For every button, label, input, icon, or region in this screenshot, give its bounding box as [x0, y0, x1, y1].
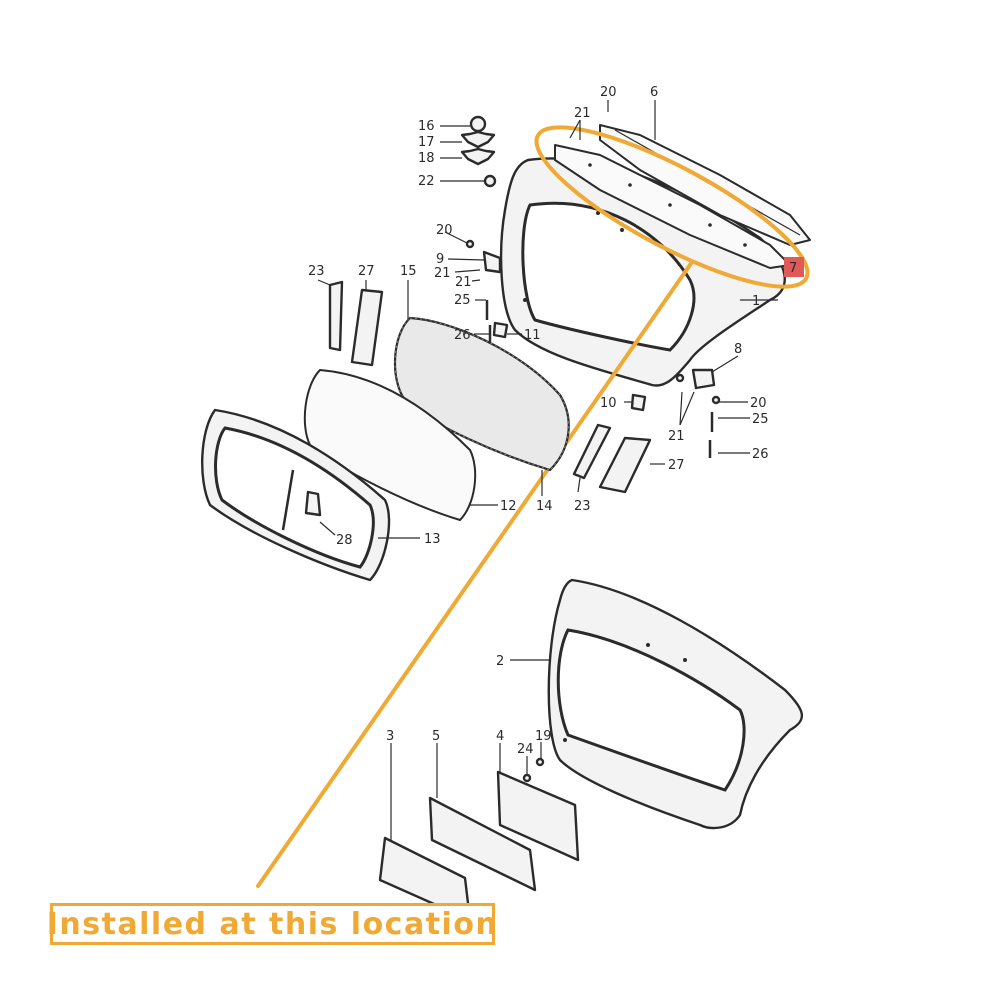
label-11: 11 — [524, 328, 541, 343]
license-plate-part-4 — [496, 757, 580, 862]
callout-text: Installed at this location — [46, 906, 499, 942]
frame-part-13 — [201, 408, 391, 582]
label-8: 8 — [734, 342, 742, 357]
label-17: 17 — [418, 135, 435, 150]
side-trim-part-27-left — [350, 288, 384, 367]
license-plate-part-5 — [428, 796, 537, 892]
label-3: 3 — [386, 729, 394, 744]
bracket-part-10 — [630, 393, 647, 412]
label-27: 27 — [668, 458, 685, 473]
label-21: 21 — [455, 275, 472, 290]
highlight-ellipse — [534, 125, 810, 289]
label-21: 21 — [434, 266, 451, 281]
part-number-labels: 20 6 21 16 17 18 22 20 9 21 21 23 27 15 … — [308, 85, 769, 757]
label-23: 23 — [574, 499, 591, 514]
label-1: 1 — [752, 294, 760, 309]
label-4: 4 — [496, 729, 504, 744]
label-12: 12 — [500, 499, 517, 514]
part-7-marker — [784, 257, 804, 277]
installed-location-callout: Installed at this location — [47, 903, 497, 945]
label-20: 20 — [750, 396, 767, 411]
label-19: 19 — [535, 729, 552, 744]
bracket-part-9 — [465, 239, 502, 274]
label-20: 20 — [436, 223, 453, 238]
label-25: 25 — [752, 412, 769, 427]
label-6: 6 — [650, 85, 658, 100]
label-14: 14 — [536, 499, 553, 514]
label-20: 20 — [600, 85, 617, 100]
side-trim-part-23-left — [328, 280, 344, 352]
label-26: 26 — [454, 328, 471, 343]
label-18: 18 — [418, 151, 435, 166]
location-pointer-line — [256, 260, 694, 888]
label-2: 2 — [496, 654, 504, 669]
label-26: 26 — [752, 447, 769, 462]
label-9: 9 — [436, 252, 444, 267]
label-15: 15 — [400, 264, 417, 279]
label-13: 13 — [424, 532, 441, 547]
label-25: 25 — [454, 293, 471, 308]
mesh-grille-part-15 — [393, 316, 570, 472]
lower-panel-part-2 — [547, 578, 803, 830]
label-21: 21 — [574, 106, 591, 121]
label-28: 28 — [336, 533, 353, 548]
label-16: 16 — [418, 119, 435, 134]
side-trim-part-27-right — [598, 436, 652, 494]
label-7: 7 — [789, 261, 797, 276]
label-10: 10 — [600, 396, 617, 411]
label-24: 24 — [517, 742, 534, 757]
side-trim-part-23-right — [572, 423, 612, 480]
label-21: 21 — [668, 429, 685, 444]
label-22: 22 — [418, 174, 435, 189]
bracket-part-8 — [675, 368, 721, 405]
bracket-part-11 — [492, 321, 509, 339]
backing-panel-part-12 — [303, 369, 477, 521]
trim-strip-part-7 — [554, 144, 791, 269]
label-23: 23 — [308, 264, 325, 279]
emblem-parts — [460, 115, 497, 188]
label-27: 27 — [358, 264, 375, 279]
label-5: 5 — [432, 729, 440, 744]
leader-lines — [317, 100, 778, 840]
